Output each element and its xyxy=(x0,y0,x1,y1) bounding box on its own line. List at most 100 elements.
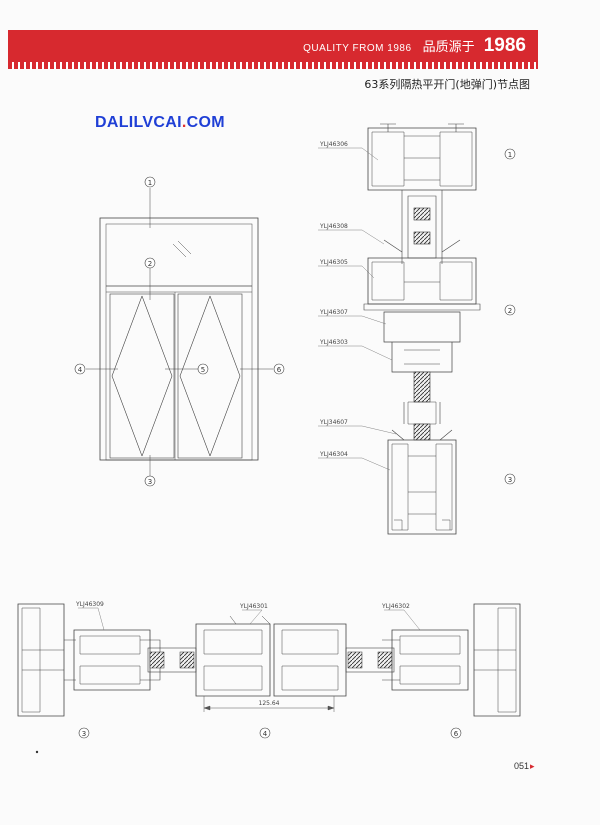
profile-bottom-rail xyxy=(387,439,457,535)
profile-transom xyxy=(367,257,477,305)
profile-center-left-cells xyxy=(203,629,263,691)
vertical-section-labels xyxy=(318,147,397,471)
speck xyxy=(35,750,39,754)
left-gasket-2 xyxy=(179,651,195,669)
profile-transom-base xyxy=(363,303,481,311)
gasket-bead xyxy=(413,423,431,441)
profile-top-cell-right xyxy=(439,131,473,187)
banner-stripe xyxy=(8,62,538,69)
left-leaf-swing-2 xyxy=(141,295,173,457)
profile-left-jamb-inner xyxy=(21,607,41,713)
right-glass xyxy=(345,647,395,673)
profile-bottom-right xyxy=(435,443,453,531)
marker-2: 2 xyxy=(148,260,152,268)
marker-circle xyxy=(259,727,271,739)
marker-circle xyxy=(144,257,156,269)
glass-lower xyxy=(403,402,441,424)
dimension-text: 125.64 xyxy=(259,700,280,707)
leader-ylj46306 xyxy=(318,147,379,161)
header-banner: QUALITY FROM 1986 品质源于 1986 xyxy=(8,30,538,62)
vs-marker-1: 1 xyxy=(508,151,512,159)
marker-3: 3 xyxy=(148,478,152,486)
label-ylj34607: YLJ34607 xyxy=(319,419,348,426)
marker-4: 4 xyxy=(78,366,83,374)
hs-marker-3: 3 xyxy=(82,730,86,738)
profile-center-right xyxy=(273,623,347,697)
marker-5: 5 xyxy=(201,366,205,374)
label-ylj46301: YLJ46301 xyxy=(239,603,268,610)
label-ylj46303: YLJ46303 xyxy=(319,339,348,346)
watermark: DALILVCAI.COM xyxy=(95,114,225,132)
label-ylj46307: YLJ46307 xyxy=(319,309,348,316)
leader-ylj34607 xyxy=(318,425,397,435)
vs-marker-2: 2 xyxy=(508,307,512,315)
bead-clips xyxy=(383,239,461,253)
page-title: 63系列隔热平开门(地弹门)节点图 xyxy=(364,78,530,91)
right-leaf xyxy=(177,293,243,459)
banner-text: QUALITY FROM 1986 品质源于 1986 xyxy=(303,35,526,57)
profile-bottom-webs xyxy=(408,455,436,515)
elevation-markers: 1 2 3 4 5 6 xyxy=(74,176,285,487)
profile-left-jamb-webs xyxy=(22,649,64,671)
profile-top-webs xyxy=(404,135,440,181)
profile-leaf-top xyxy=(383,311,461,343)
right-leaf-swing-2 xyxy=(209,295,241,457)
profile-bottom-left xyxy=(391,443,409,531)
horizontal-section-label-text: YLJ46309 YLJ46301 YLJ46302 xyxy=(75,601,410,610)
watermark-tld: COM xyxy=(186,114,225,131)
watermark-main: DALILVCAI xyxy=(95,114,182,131)
profile-top-frame xyxy=(367,127,477,191)
watermark-dot: . xyxy=(181,114,187,131)
label-ylj46305: YLJ46305 xyxy=(319,259,348,266)
leader-ylj46308 xyxy=(318,229,385,245)
leader-ylj46302 xyxy=(384,609,421,631)
left-leaf xyxy=(109,293,175,459)
label-ylj46302: YLJ46302 xyxy=(381,603,410,610)
profile-top-cell-left xyxy=(371,131,405,187)
horizontal-section xyxy=(17,603,521,717)
profile-leaf-rail xyxy=(391,342,453,373)
label-ylj46309: YLJ46309 xyxy=(75,601,104,608)
label-ylj46308: YLJ46308 xyxy=(319,223,348,230)
leader-ylj46304 xyxy=(318,457,391,471)
marker-circle xyxy=(504,148,516,160)
profile-center-right-cells xyxy=(281,629,339,691)
vertical-section xyxy=(363,123,481,535)
profile-left-jamb xyxy=(17,603,65,717)
vs-marker-3: 3 xyxy=(508,476,512,484)
right-leaf-swing xyxy=(179,295,211,457)
page-number-text: 051 xyxy=(514,761,530,771)
right-gasket-2 xyxy=(377,651,393,669)
door-elevation xyxy=(86,188,273,476)
profile-leaf-webs xyxy=(404,349,440,365)
gasket-leaf xyxy=(413,371,431,403)
profile-right-leaf-edge xyxy=(382,639,400,681)
marker-circle xyxy=(504,304,516,316)
marker-circle xyxy=(504,473,516,485)
leader-ylj46309 xyxy=(78,607,105,631)
profile-right-jamb-inner xyxy=(497,607,517,713)
profile-right-jamb-webs xyxy=(474,649,516,671)
inner-frame xyxy=(105,223,253,461)
hs-marker-6: 6 xyxy=(454,730,459,738)
right-gasket-1 xyxy=(347,651,363,669)
quality-text: QUALITY FROM 1986 xyxy=(303,43,412,54)
vertical-section-markers: 1 2 3 xyxy=(504,148,516,485)
year-text: 1986 xyxy=(483,35,526,56)
glass-mark-1 xyxy=(172,243,187,258)
horizontal-section-markers: 3 4 6 xyxy=(78,727,462,739)
marker-circle xyxy=(78,727,90,739)
dim-arrows xyxy=(203,705,335,711)
glass-pane xyxy=(407,401,437,425)
horizontal-section-leaders xyxy=(78,607,421,631)
profile-center-left-lips xyxy=(229,615,271,625)
bead-clips-lower xyxy=(391,429,453,441)
marker-circle xyxy=(197,363,209,375)
label-ylj46306: YLJ46306 xyxy=(319,141,348,148)
marker-circle xyxy=(74,363,86,375)
profile-transom-right xyxy=(439,261,473,301)
horizontal-dimension xyxy=(203,696,335,712)
left-gasket-1 xyxy=(149,651,165,669)
profile-right-leaf-cells xyxy=(399,635,461,685)
